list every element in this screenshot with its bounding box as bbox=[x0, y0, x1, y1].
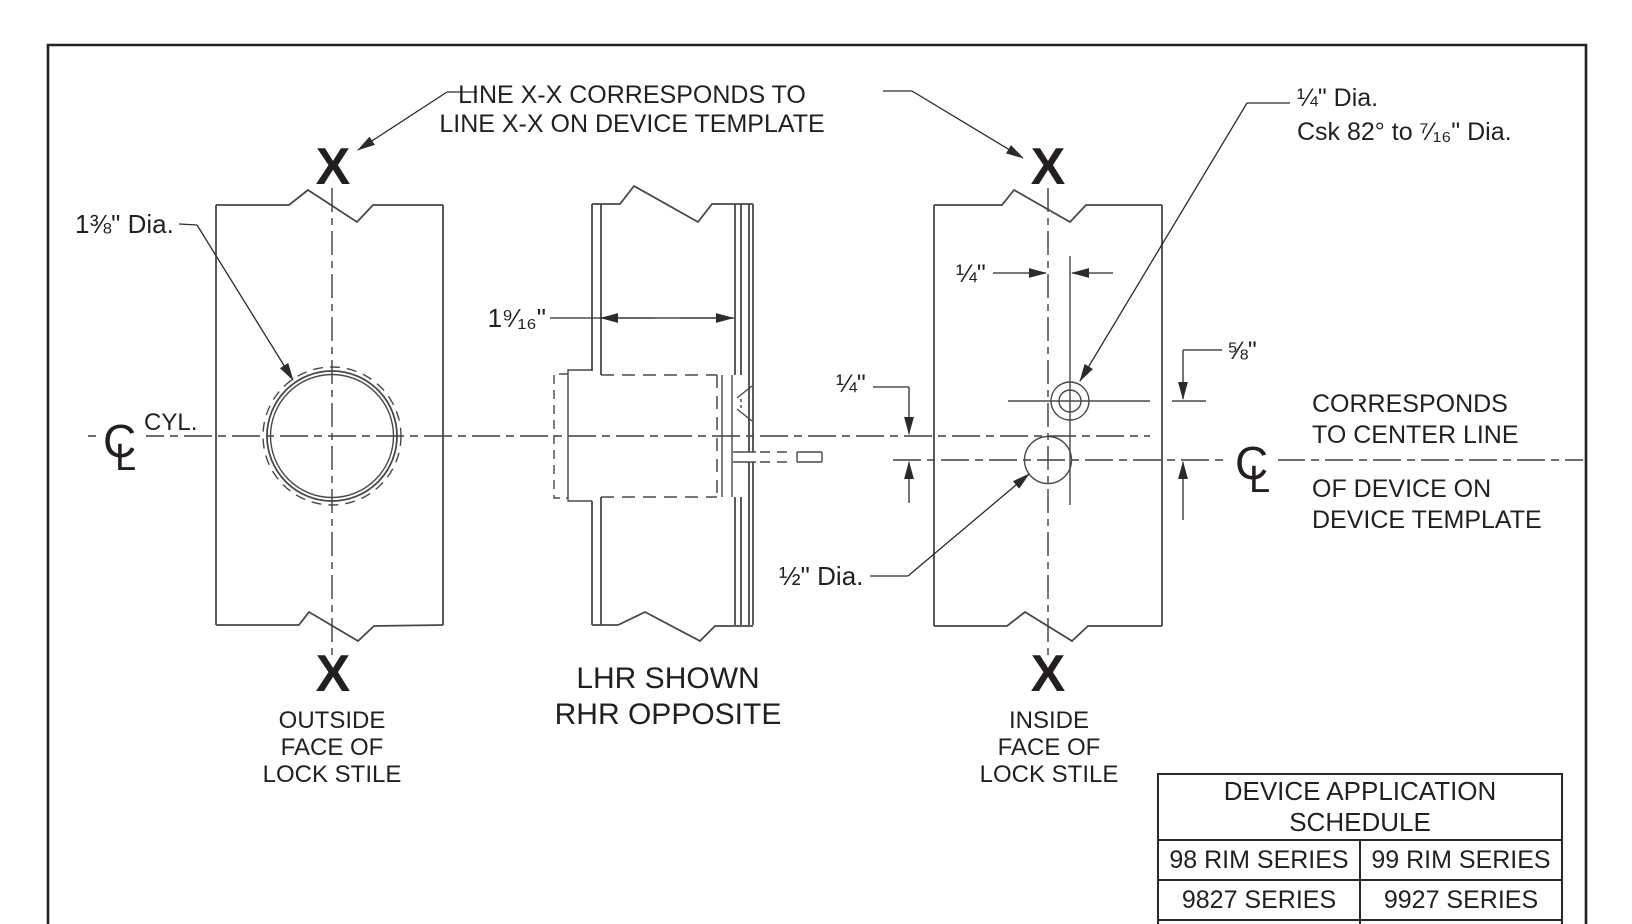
cylinder-hole bbox=[266, 370, 398, 502]
x-marker-top-left: X bbox=[316, 138, 351, 196]
cylinder-rim bbox=[567, 369, 592, 502]
schedule-title: DEVICE APPLICATION SCHEDULE bbox=[1157, 773, 1563, 841]
inside-face-view bbox=[873, 188, 1222, 658]
offset-right-label: ⅝" bbox=[1227, 337, 1257, 365]
csk-note-2: Csk 82° to ⁷⁄₁₆" Dia. bbox=[1297, 118, 1512, 146]
drawing-border bbox=[46, 43, 1588, 924]
stile-section-view bbox=[550, 184, 823, 643]
cyl-dia-leader bbox=[178, 223, 294, 381]
csk-leader bbox=[1079, 102, 1290, 382]
cylinder-head bbox=[721, 375, 733, 497]
centerline-symbol-right: C bbox=[1235, 437, 1268, 489]
schedule-cell: 9947 SERIES bbox=[1359, 919, 1563, 924]
schedule-cell: 9847 SERIES bbox=[1157, 919, 1361, 924]
cylinder-collar-hidden bbox=[262, 366, 402, 506]
tail-dia-leader bbox=[870, 473, 1030, 577]
centerline-symbol-mask-left bbox=[96, 416, 146, 474]
stile-depth-label: 1⁹⁄₁₆" bbox=[488, 303, 546, 333]
middle-caption-1: LHR SHOWN bbox=[576, 662, 759, 695]
cyl-dia-label: 1⅜" Dia. bbox=[75, 209, 174, 239]
svg-text:L: L bbox=[115, 437, 136, 479]
centerline-symbol-mask-right bbox=[1228, 438, 1278, 498]
line-xx-note-2: LINE X-X ON DEVICE TEMPLATE bbox=[439, 110, 824, 138]
inside-caption-3: LOCK STILE bbox=[980, 761, 1119, 788]
centerline-note-1: CORRESPONDS bbox=[1312, 390, 1508, 418]
cylinder-body-hidden bbox=[601, 374, 718, 498]
countersink-section bbox=[736, 385, 753, 422]
centerline-note-3: OF DEVICE ON bbox=[1312, 475, 1491, 503]
centerline-note-2: TO CENTER LINE bbox=[1312, 421, 1519, 449]
cylinder-hole-inner bbox=[269, 373, 395, 499]
csk-screw-hole bbox=[1058, 389, 1082, 413]
outside-caption-1: OUTSIDE bbox=[279, 707, 386, 734]
middle-caption-2: RHR OPPOSITE bbox=[555, 698, 782, 731]
inside-caption-1: INSIDE bbox=[1009, 707, 1089, 734]
line-xx-note-1: LINE X-X CORRESPONDS TO bbox=[458, 81, 806, 109]
offset-top-label: ¼" bbox=[956, 260, 986, 288]
outside-caption-2: FACE OF bbox=[281, 734, 384, 761]
schedule-col-98: 98 RIM SERIES bbox=[1157, 839, 1361, 881]
centerline-note-4: DEVICE TEMPLATE bbox=[1312, 506, 1542, 534]
cylinder-rim-hidden bbox=[553, 373, 568, 499]
line-xx-leaders bbox=[357, 90, 1024, 159]
schedule-table: DEVICE APPLICATION SCHEDULE 98 RIM SERIE… bbox=[1157, 773, 1563, 924]
svg-text:L: L bbox=[1249, 459, 1270, 501]
csk-note-1: ¼" Dia. bbox=[1297, 84, 1378, 112]
outside-face-view bbox=[215, 188, 444, 655]
schedule-cell: 9927 SERIES bbox=[1359, 879, 1563, 921]
outside-caption-3: LOCK STILE bbox=[263, 761, 402, 788]
inside-caption-2: FACE OF bbox=[998, 734, 1101, 761]
x-marker-top-right: X bbox=[1031, 138, 1066, 196]
centerline-symbol-left: C bbox=[103, 415, 136, 467]
csk-screw-hole-outer bbox=[1050, 381, 1090, 421]
offset-right-dimension bbox=[1178, 349, 1222, 520]
tailpiece bbox=[733, 451, 823, 463]
tail-dia-label: ½" Dia. bbox=[779, 561, 863, 591]
offset-left-dimension bbox=[873, 386, 914, 503]
x-marker-bottom-right: X bbox=[1031, 645, 1066, 703]
cyl-label: CYL. bbox=[144, 409, 197, 436]
tailpiece-hole bbox=[1023, 435, 1073, 485]
schedule-cell: 9827 SERIES bbox=[1157, 879, 1361, 921]
schedule-col-99: 99 RIM SERIES bbox=[1359, 839, 1563, 881]
offset-left-label: ¼" bbox=[836, 370, 866, 398]
x-marker-bottom-left: X bbox=[316, 645, 351, 703]
